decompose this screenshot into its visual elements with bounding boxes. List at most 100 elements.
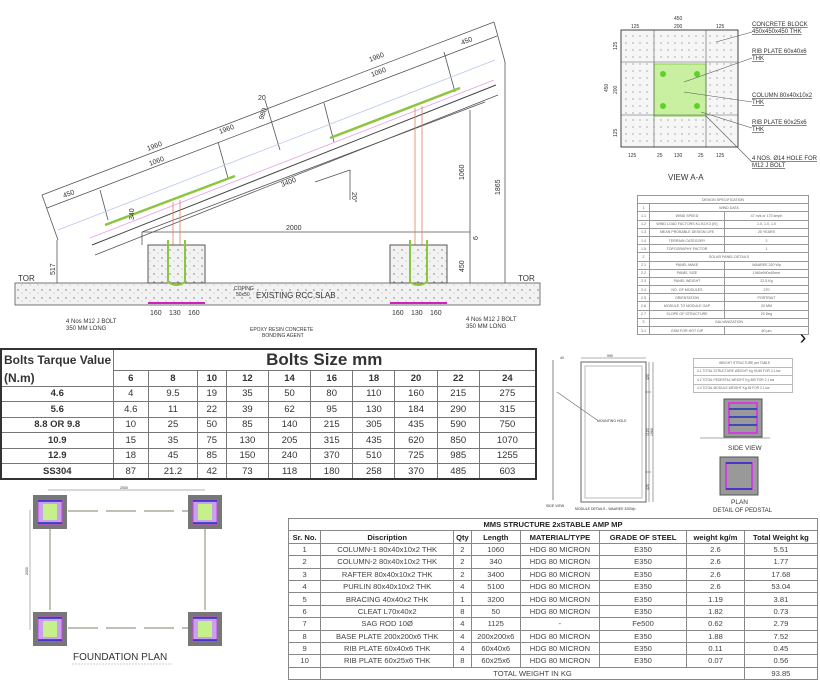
torque-value: 25 xyxy=(148,416,198,433)
bolt-size-header: 16 xyxy=(310,370,354,387)
table-cell: 2.6 xyxy=(686,567,745,581)
torque-value: 184 xyxy=(394,401,438,418)
table-cell: BASE PLATE 200x200x6 THK xyxy=(320,629,455,643)
table-cell: Fe500 xyxy=(599,617,688,631)
torque-value: 21.2 xyxy=(148,463,198,480)
spec-value: 1.0, 1.0, 1.0 xyxy=(724,219,809,229)
total-weight-label: TOTAL WEIGHT IN KG xyxy=(320,666,745,681)
spec-index: 2.4 xyxy=(637,285,650,295)
torque-value: 750 xyxy=(478,416,537,433)
dim-aa: 125 xyxy=(631,24,640,30)
dim-left-end: 450 xyxy=(62,189,76,200)
foundation-pedestal xyxy=(33,495,67,529)
tor-left-label: TOR xyxy=(18,274,35,283)
table-cell: 2.6 xyxy=(686,579,745,594)
torque-value: 215 xyxy=(436,385,480,402)
side-view-label: SIDE VIEW xyxy=(728,445,762,452)
spec-label: PANEL MAKE xyxy=(649,260,725,270)
dim-offset: 6 xyxy=(473,236,480,240)
bolt-size-header: 12 xyxy=(225,370,269,387)
spec-label: PANEL WEIGHT xyxy=(649,276,725,287)
torque-value: 850 xyxy=(436,432,480,449)
torque-value: 118 xyxy=(267,463,312,480)
spec-title: DESIGN SPECIFICATION xyxy=(637,194,809,205)
right-pedestal xyxy=(389,244,448,284)
module-caption: MODULE DETAILS - WAAREE 320Wp xyxy=(575,507,636,511)
table-cell: 1.82 xyxy=(686,604,745,619)
table-cell: E350 xyxy=(599,629,688,643)
bolt-left-label: 4 Nos M12 J BOLT xyxy=(66,319,117,325)
dim-left-h: 517 xyxy=(50,263,57,275)
torque-value: 130 xyxy=(352,401,396,418)
dim-angle: 20° xyxy=(350,192,358,203)
dim-aa: 125 xyxy=(716,24,725,30)
epoxy-label-2: BONDING AGENT xyxy=(262,333,304,339)
bolts-header-label: Bolts Tarque Value xyxy=(0,348,114,371)
spec-index: 3 xyxy=(637,317,650,328)
torque-value: 85 xyxy=(196,447,227,464)
dim-aa-left: 450 xyxy=(604,83,610,92)
torque-value: 590 xyxy=(436,416,480,433)
slab-label: EXISTING RCC SLAB xyxy=(256,291,336,300)
spec-label: NO. OF MODULES xyxy=(649,285,725,295)
dim-gap: 20 xyxy=(258,95,266,102)
table-cell: RIB PLATE 60x25x6 THK xyxy=(320,654,455,668)
table-cell: 4 xyxy=(287,579,322,594)
table-cell: 9 xyxy=(287,641,322,656)
module-height: 1960 xyxy=(650,428,654,436)
column-header: GRADE OF STEEL xyxy=(599,530,688,544)
column-header: MATERIAL/TYPE xyxy=(519,530,601,544)
column-header: weight kg/m xyxy=(686,530,745,544)
table-cell: 60x40x6 xyxy=(470,641,521,656)
table-cell: CLEAT L70x40x2 xyxy=(320,604,455,619)
foundation-plan-title: FOUNDATION PLAN xyxy=(73,652,167,663)
torque-value: 315 xyxy=(478,401,537,418)
weight-row: 4.2 TOTAL PEDESTAL WEIGHT Kg 365 FOR 2.1… xyxy=(693,375,793,385)
spec-index: 2.3 xyxy=(637,276,650,287)
torque-value: 510 xyxy=(352,447,396,464)
coping-label: COPING xyxy=(234,286,254,292)
dim-ped-h: 450 xyxy=(459,260,466,272)
table-cell: 17.68 xyxy=(743,567,819,581)
table-cell: 1 xyxy=(287,542,322,557)
left-pedestal xyxy=(147,244,206,284)
dim-aa: 125 xyxy=(628,153,637,159)
spec-value: 20 Deg xyxy=(724,309,809,319)
rafter xyxy=(57,59,499,256)
module-seg: 420 xyxy=(646,484,650,490)
j-bolts xyxy=(167,240,428,286)
table-cell: 200x200x6 xyxy=(470,629,521,643)
table-cell: 2.79 xyxy=(743,617,819,631)
callout-rib-plate-2: RIB PLATE 60x25x6 THK xyxy=(752,120,807,133)
weight-summary-table: WEIGHT STRUCTURE per TABLE 4.1 TOTAL STR… xyxy=(693,358,793,393)
foundation-pedestal xyxy=(188,612,222,646)
rcc-slab xyxy=(14,282,541,306)
spec-label: TOPOGRAPHY FACTOR xyxy=(649,244,725,254)
table-cell: E350 xyxy=(599,654,688,668)
dim-aa: 25 xyxy=(698,153,704,159)
spec-index: 2.6 xyxy=(637,301,650,311)
spec-section: WIND DATA xyxy=(649,203,809,213)
module-thickness: 40 xyxy=(560,356,564,360)
spec-value: 1 xyxy=(724,244,809,254)
torque-value: 50 xyxy=(196,416,227,433)
bolt-left-length: 350 MM LONG xyxy=(66,326,107,332)
torque-value: 87 xyxy=(112,463,150,480)
table-cell: 10 xyxy=(287,654,322,668)
spec-index: 1.2 xyxy=(637,219,650,229)
module-seg: 1120 xyxy=(646,428,650,436)
torque-value: 370 xyxy=(394,463,438,480)
dim-aa: 200 xyxy=(674,24,683,30)
weight-table-title: WEIGHT STRUCTURE per TABLE xyxy=(693,358,793,368)
next-arrow-button[interactable]: › xyxy=(799,327,807,349)
